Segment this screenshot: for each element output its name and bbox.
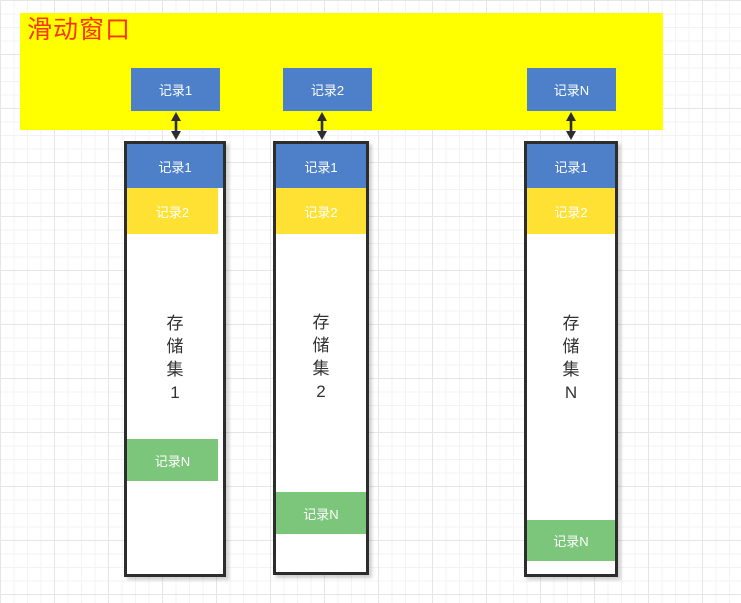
storage-set-1-column: 记录1 记录2 存储集1 记录N (124, 141, 226, 577)
record-n-box: 记录N (276, 492, 366, 534)
record-2-box: 记录2 (276, 188, 366, 234)
record-1-box: 记录1 (127, 144, 223, 188)
storage-set-2-label: 存储集2 (312, 313, 330, 401)
bidirectional-arrow-icon (171, 112, 181, 140)
record-1-box: 记录1 (276, 144, 366, 188)
bidirectional-arrow-icon (317, 112, 327, 140)
storage-set-n-column: 记录1 记录2 存储集N 记录N (524, 141, 618, 577)
record-n-box: 记录N (127, 439, 218, 481)
record-2-box: 记录2 (127, 188, 218, 234)
bidirectional-arrow-icon (566, 112, 576, 140)
storage-set-n-label: 存储集N (562, 314, 580, 402)
record-n-box: 记录N (527, 520, 615, 561)
storage-set-1-label: 存储集1 (166, 314, 184, 402)
sliding-window-banner: 滑动窗口 记录1 记录2 记录N (20, 13, 663, 130)
record-1-box: 记录1 (527, 144, 615, 188)
window-record-1: 记录1 (131, 68, 220, 111)
sliding-window-title: 滑动窗口 (27, 16, 132, 44)
window-record-n: 记录N (527, 68, 616, 111)
window-record-2: 记录2 (283, 68, 372, 111)
record-2-box: 记录2 (527, 188, 615, 234)
storage-set-2-column: 记录1 记录2 存储集2 记录N (273, 141, 369, 575)
